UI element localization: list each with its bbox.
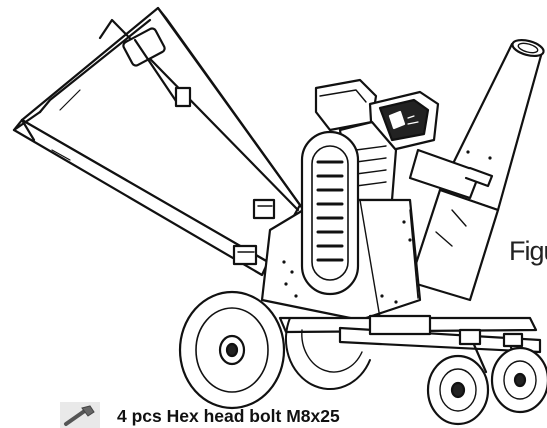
engine	[314, 78, 440, 202]
discharge-chute	[408, 38, 545, 302]
caster-wheel-left	[426, 354, 490, 426]
flywheel-cover	[300, 130, 360, 296]
chassis	[278, 314, 542, 374]
bolt-markers	[282, 150, 492, 304]
feed-hopper	[12, 6, 307, 277]
figure-label: Figu	[509, 236, 547, 266]
caster-wheel-right	[490, 346, 547, 414]
large-wheel-left	[178, 290, 286, 410]
large-wheel-right	[284, 317, 371, 391]
parts-caption: 4 pcs Hex head bolt M8x25	[117, 406, 340, 426]
hex-bolt-icon	[60, 402, 100, 428]
parts-list-item: 4 pcs Hex head bolt M8x25	[60, 402, 547, 428]
